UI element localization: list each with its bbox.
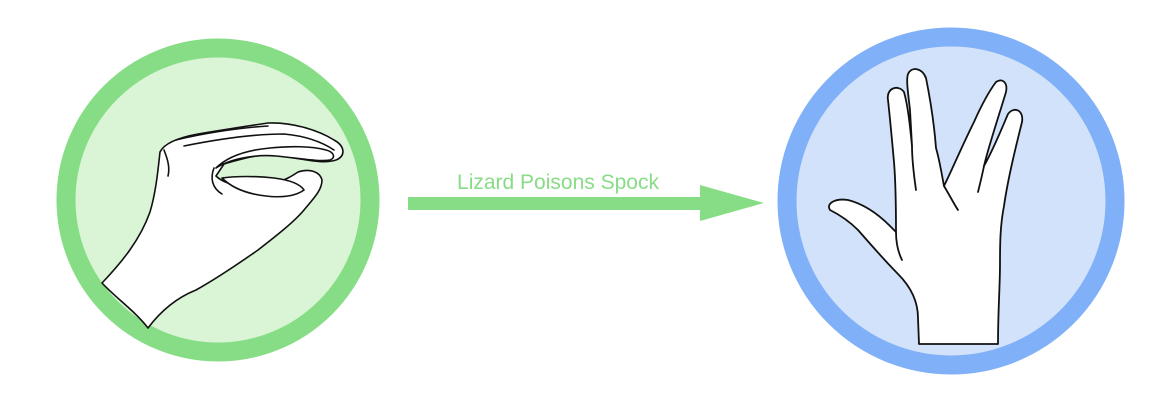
lizard-hand-icon	[101, 122, 344, 329]
spock-hand-icon	[828, 68, 1024, 345]
spock-gesture-node	[777, 27, 1125, 375]
relation-arrow: Lizard Poisons Spock	[408, 171, 764, 221]
relation-label: Lizard Poisons Spock	[457, 171, 659, 194]
lizard-gesture-node	[56, 38, 380, 362]
arrow-head	[700, 185, 764, 221]
arrow-shaft	[408, 197, 708, 210]
